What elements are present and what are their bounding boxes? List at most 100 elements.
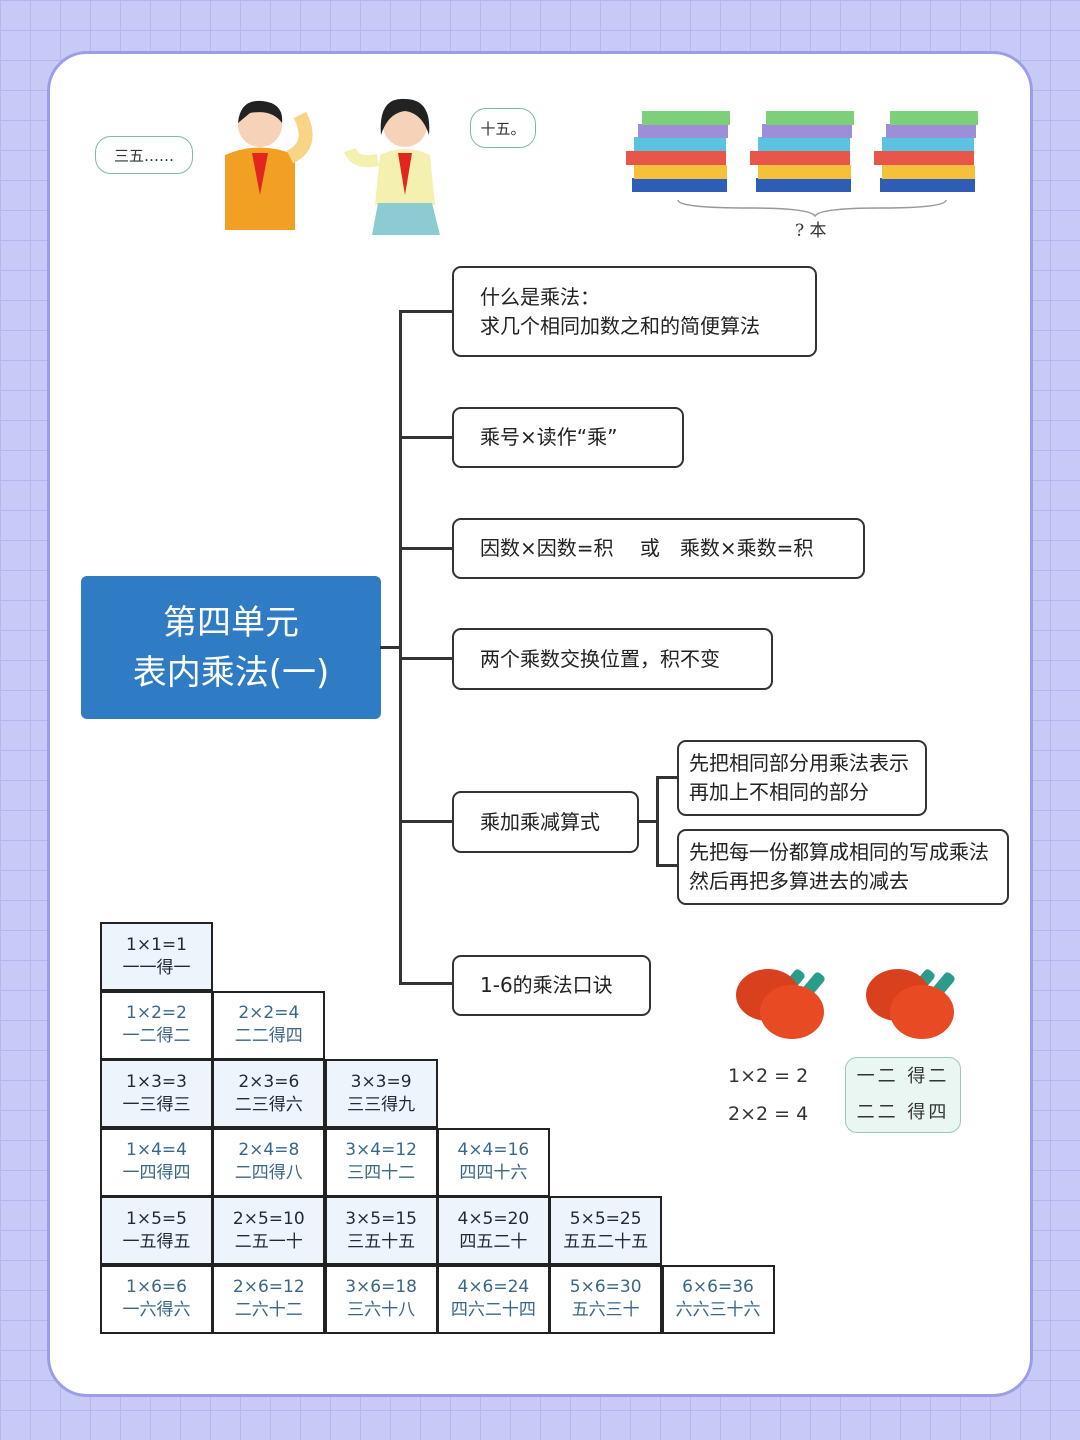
cell-rhyme: 三三得九 xyxy=(347,1094,416,1115)
root-title-line2: 表内乘法(一) xyxy=(132,652,330,693)
trunk-line xyxy=(399,310,402,984)
table-cell: 4×6=24 四六二十四 xyxy=(436,1264,550,1334)
cell-equation: 2×3=6 xyxy=(238,1071,300,1092)
cell-equation: 1×4=4 xyxy=(126,1140,187,1160)
ping-pong-paddles-illustration xyxy=(736,967,957,1039)
connector xyxy=(399,982,453,985)
cell-rhyme: 一五得五 xyxy=(122,1231,191,1252)
cell-rhyme: 一一得一 xyxy=(122,957,191,978)
table-cell: 1×6=6 一六得六 xyxy=(100,1264,213,1334)
cell-equation: 1×6=6 xyxy=(126,1277,187,1297)
cell-equation: 3×6=18 xyxy=(345,1277,417,1297)
branch-node-mixed: 乘加乘减算式 xyxy=(452,791,639,853)
node-text: 乘加乘减算式 xyxy=(480,809,600,834)
node-text: 求几个相同加数之和的简便算法 xyxy=(480,313,760,338)
cell-rhyme: 五五二十五 xyxy=(563,1231,649,1252)
cell-rhyme: 五六三十 xyxy=(571,1300,640,1320)
cell-rhyme: 四六二十四 xyxy=(450,1300,536,1320)
girl-speech-bubble: 十五。 xyxy=(470,108,536,148)
cell-equation: 4×4=16 xyxy=(457,1140,530,1160)
cell-equation: 3×5=15 xyxy=(345,1208,417,1229)
cell-equation: 5×5=25 xyxy=(569,1208,642,1229)
cell-equation: 1×3=3 xyxy=(126,1071,187,1092)
node-text: 先把每一份都算成相同的写成乘法 xyxy=(689,840,989,864)
equation-2: 2×2 = 4 xyxy=(728,1103,809,1125)
cell-equation: 2×6=12 xyxy=(232,1277,305,1297)
table-cell: 3×4=12 三四十二 xyxy=(324,1127,438,1197)
table-cell: 2×4=8 二四得八 xyxy=(212,1127,326,1197)
connector xyxy=(638,820,658,823)
cell-equation: 2×4=8 xyxy=(238,1140,300,1160)
branch-node-table: 1-6的乘法口诀 xyxy=(452,955,651,1016)
cell-rhyme: 一二得二 xyxy=(122,1026,191,1046)
connector xyxy=(399,657,453,660)
cell-rhyme: 一六得六 xyxy=(122,1300,191,1320)
node-text: 1-6的乘法口诀 xyxy=(480,973,613,997)
connector xyxy=(656,864,678,867)
cell-equation: 5×6=30 xyxy=(569,1277,642,1297)
node-text: 然后再把多算进去的减去 xyxy=(689,869,909,893)
node-text: 两个乘数交换位置，积不变 xyxy=(480,646,720,671)
books-illustration xyxy=(626,111,978,218)
cell-equation: 4×5=20 xyxy=(457,1208,530,1229)
cell-equation: 2×2=4 xyxy=(238,1003,300,1023)
branch-node-definition: 什么是乘法： 求几个相同加数之和的简便算法 xyxy=(452,266,817,357)
sub-node-subtract: 先把每一份都算成相同的写成乘法 然后再把多算进去的减去 xyxy=(677,829,1009,905)
rhyme-2: 二二 得四 xyxy=(856,1102,950,1123)
cell-equation: 6×6=36 xyxy=(682,1277,754,1297)
node-text: 因数×因数=积 或 乘数×乘数=积 xyxy=(480,536,814,560)
connector xyxy=(399,820,453,823)
connector xyxy=(399,310,453,313)
rhyme-box: 一二 得二 二二 得四 xyxy=(845,1057,961,1133)
cell-equation: 1×5=5 xyxy=(126,1208,187,1229)
cell-rhyme: 六六三十六 xyxy=(675,1300,761,1320)
girl-speech-text: 十五。 xyxy=(480,119,526,138)
cell-rhyme: 二二得四 xyxy=(234,1026,303,1046)
cell-rhyme: 三五十五 xyxy=(347,1231,416,1252)
connector xyxy=(380,646,401,649)
cell-rhyme: 三四十二 xyxy=(347,1163,416,1183)
cell-rhyme: 二四得八 xyxy=(234,1163,303,1183)
boy-speech-bubble: 三五…… xyxy=(95,136,193,174)
cell-rhyme: 二五一十 xyxy=(234,1231,303,1252)
cell-equation: 4×6=24 xyxy=(457,1277,530,1297)
node-text: 什么是乘法： xyxy=(480,284,600,309)
root-title-line1: 第四单元 xyxy=(163,602,299,643)
cell-rhyme: 四五二十 xyxy=(459,1231,528,1252)
cell-equation: 3×4=12 xyxy=(345,1140,417,1160)
table-cell: 6×6=36 六六三十六 xyxy=(661,1264,775,1334)
connector xyxy=(399,547,453,550)
branch-node-commutative: 两个乘数交换位置，积不变 xyxy=(452,628,773,690)
branch-node-sign: 乘号×读作“乘” xyxy=(452,407,684,468)
books-label: ? 本 xyxy=(795,221,827,241)
cell-rhyme: 一三得三 xyxy=(122,1094,191,1115)
cell-equation: 1×1=1 xyxy=(126,934,187,955)
root-node: 第四单元 表内乘法(一) xyxy=(81,576,381,719)
node-text: 再加上不相同的部分 xyxy=(689,780,869,804)
connector xyxy=(656,776,678,779)
connector xyxy=(399,436,453,439)
children-illustration xyxy=(225,98,440,235)
cell-rhyme: 二六十二 xyxy=(234,1300,303,1320)
node-text: 先把相同部分用乘法表示 xyxy=(689,751,909,775)
table-cell: 3×6=18 三六十八 xyxy=(324,1264,438,1334)
cell-rhyme: 三六十八 xyxy=(347,1300,416,1320)
cell-equation: 2×5=10 xyxy=(232,1208,305,1229)
connector xyxy=(656,776,659,866)
table-cell: 5×6=30 五六三十 xyxy=(549,1264,663,1334)
table-cell: 2×2=4 二二得四 xyxy=(212,990,326,1060)
branch-node-terms: 因数×因数=积 或 乘数×乘数=积 xyxy=(452,518,865,579)
boy-speech-text: 三五…… xyxy=(113,146,174,165)
table-cell: 2×6=12 二六十二 xyxy=(212,1264,326,1334)
cell-equation: 3×3=9 xyxy=(350,1071,412,1092)
node-text: 乘号×读作“乘” xyxy=(480,425,618,449)
rhyme-1: 一二 得二 xyxy=(856,1066,950,1087)
